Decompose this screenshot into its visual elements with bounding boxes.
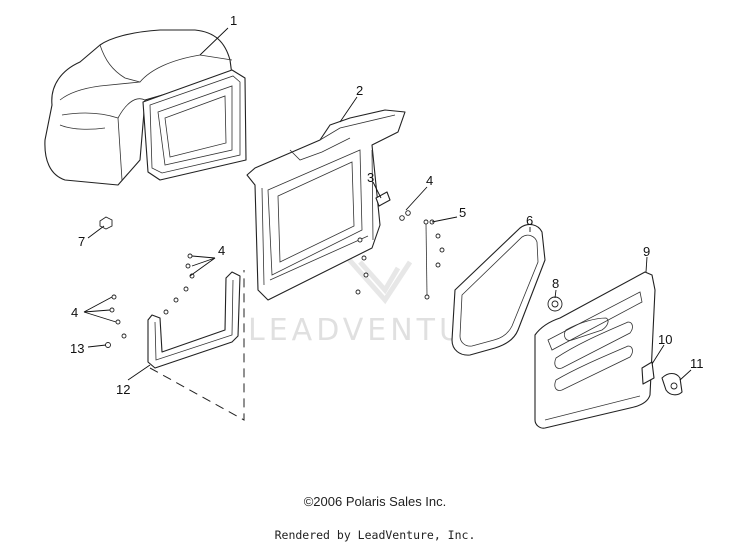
callout-5: 5 <box>459 205 466 220</box>
callout-13: 13 <box>70 341 84 356</box>
part-3-clip <box>375 191 391 207</box>
part-6-seal <box>451 223 546 356</box>
callout-4-lower: 4 <box>71 305 78 320</box>
rendered-by-text: Rendered by LeadVenture, Inc. <box>274 528 476 542</box>
part-10-latch-plate <box>641 361 655 385</box>
callout-11: 11 <box>690 356 704 371</box>
callouts: 1 2 3 4 5 6 7 4 8 9 4 10 11 13 12 <box>70 13 704 397</box>
callout-12: 12 <box>116 382 130 397</box>
part-7-nut <box>99 216 113 230</box>
part-1-housing <box>44 29 247 186</box>
callout-8: 8 <box>552 276 559 291</box>
part-9-door <box>534 271 656 429</box>
part-11-latch <box>661 372 683 396</box>
copyright-text: ©2006 Polaris Sales Inc. <box>303 494 447 509</box>
leadventure-watermark-logo <box>343 253 413 305</box>
callout-4-upper: 4 <box>426 173 433 188</box>
callout-1: 1 <box>230 13 237 28</box>
callout-9: 9 <box>643 244 650 259</box>
callout-3: 3 <box>367 170 374 185</box>
callout-10: 10 <box>658 332 672 347</box>
part-12-gasket <box>147 270 245 421</box>
part-8-washer <box>547 296 563 312</box>
part-2-frame <box>246 109 406 301</box>
fasteners-group-b <box>105 253 195 348</box>
part-5-cable <box>423 219 430 300</box>
callout-2: 2 <box>356 83 363 98</box>
callout-6: 6 <box>526 213 533 228</box>
callout-7: 7 <box>78 234 85 249</box>
callout-4-middle: 4 <box>218 243 225 258</box>
